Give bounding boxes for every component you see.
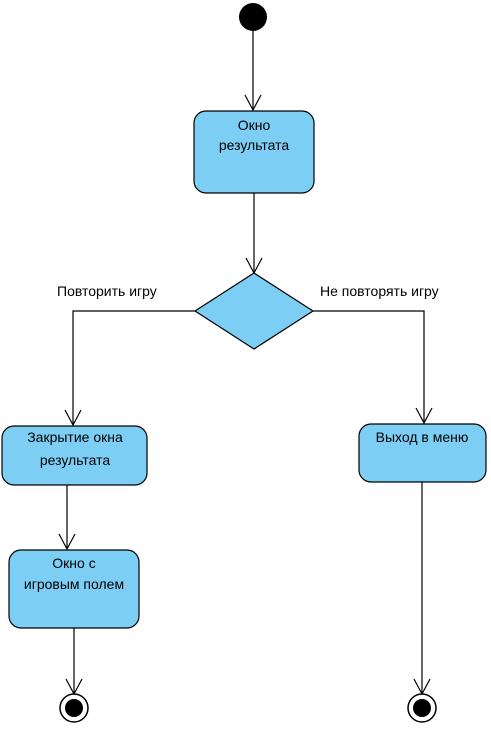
edge-decision-right (313, 310, 425, 423)
action-result-window-line1: Окно (238, 117, 271, 133)
edge-label-repeat-game: Повторить игру (57, 283, 157, 299)
action-close-result-line1: Закрытие окна (27, 429, 123, 445)
edge-label-no-repeat-game: Не повторять игру (320, 283, 439, 299)
final-node-right (407, 693, 437, 723)
decision-node (193, 272, 315, 350)
action-close-result-line2: результата (40, 452, 111, 468)
action-result-window: Окно результата (193, 110, 315, 194)
action-game-field-line1: Окно с (52, 555, 95, 571)
action-game-field-window: Окно с игровым полем (8, 549, 140, 629)
arrowhead (415, 407, 433, 425)
arrowhead (244, 94, 262, 112)
action-result-window-line2: результата (219, 137, 290, 153)
arrowhead (64, 409, 82, 427)
arrowhead (58, 533, 76, 551)
edge-decision-left (72, 310, 195, 425)
action-close-result-window: Закрытие окна результата (1, 425, 148, 486)
action-exit-to-menu-label: Выход в меню (376, 429, 469, 445)
action-exit-to-menu: Выход в меню (358, 423, 487, 483)
initial-node (239, 3, 267, 31)
action-game-field-line2: игровым полем (24, 576, 124, 592)
final-node-left (59, 693, 89, 723)
